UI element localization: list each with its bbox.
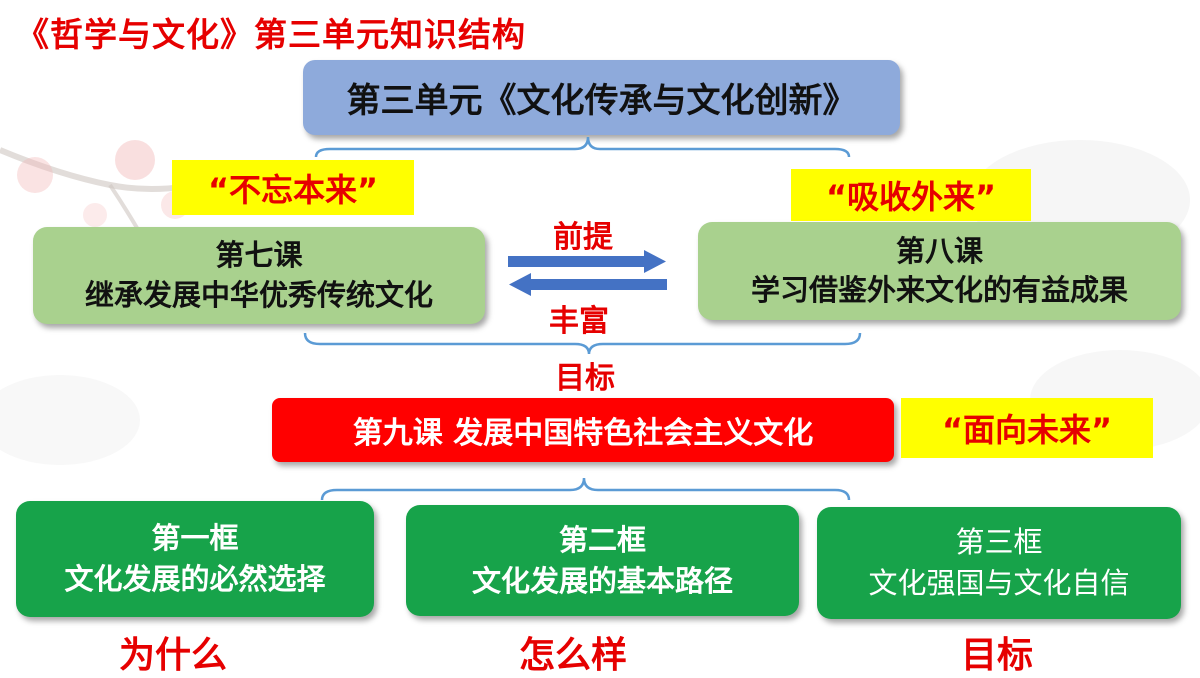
lesson-7-box: 第七课 继承发展中华优秀传统文化 [33,227,485,324]
highlight-face-future: “面向未来” [901,398,1153,458]
frame-1-label: 为什么 [119,635,228,676]
lesson-9-box: 第九课 发展中国特色社会主义文化 [272,398,894,462]
frame-3-title: 文化强国与文化自信 [868,566,1130,600]
lesson-7-number: 第七课 [215,238,303,273]
premise-label: 前提 [553,220,613,255]
frame-2-number: 第二框 [558,522,646,557]
lesson-8-number: 第八课 [895,233,983,268]
frame-2-label: 怎么样 [519,635,628,676]
frame-1-box: 第一框 文化发展的必然选择 [16,501,374,617]
frame-1-number: 第一框 [151,521,239,556]
unit-title-box: 第三单元《文化传承与文化创新》 [303,60,900,135]
arrow-left-icon [509,273,667,296]
frame-3-label: 目标 [961,635,1034,676]
lesson-8-title: 学习借鉴外来文化的有益成果 [750,273,1128,307]
lesson-7-title: 继承发展中华优秀传统文化 [84,277,433,312]
frame-2-title: 文化发展的基本路径 [471,563,733,598]
frame-1-title: 文化发展的必然选择 [64,562,326,596]
goal-label: 目标 [555,361,615,396]
frame-3-box: 第三框 文化强国与文化自信 [817,507,1181,619]
frame-2-box: 第二框 文化发展的基本路径 [406,505,799,616]
frame-3-number: 第三框 [955,525,1043,560]
top-bracket [314,136,851,158]
highlight-absorb-foreign: “吸收外来” [791,169,1031,221]
bottom-bracket [320,477,851,501]
page-title: 《哲学与文化》第三单元知识结构 [16,15,526,54]
enrich-label: 丰富 [549,304,609,339]
lesson-8-box: 第八课 学习借鉴外来文化的有益成果 [698,222,1181,320]
highlight-not-forget-origin: “不忘本来” [172,160,414,215]
